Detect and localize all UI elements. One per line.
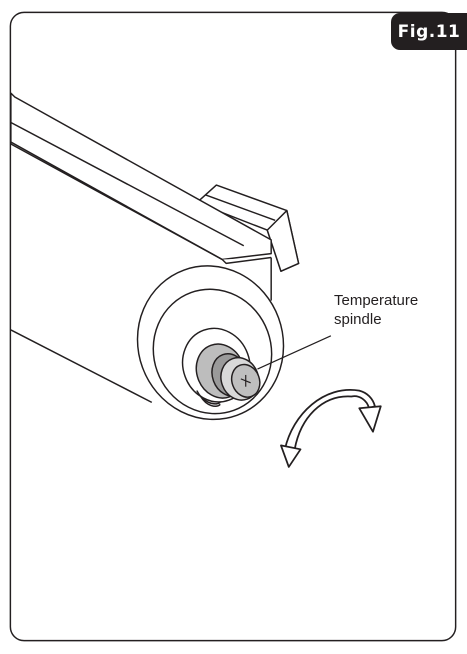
- callout-line-1: Temperature: [334, 292, 419, 309]
- callout-line-2: spindle: [334, 311, 382, 328]
- illustration-canvas: [9, 11, 457, 642]
- figure-label-badge: Fig.11: [391, 13, 467, 50]
- thermostatic-bar-body: [10, 92, 272, 404]
- temperature-spindle: [181, 327, 261, 407]
- rotation-arrow-icon: [280, 388, 382, 468]
- callout-leader-line: [257, 335, 332, 370]
- spindle-callout: Temperature spindle: [334, 291, 418, 329]
- valve-housing-block: [196, 184, 300, 272]
